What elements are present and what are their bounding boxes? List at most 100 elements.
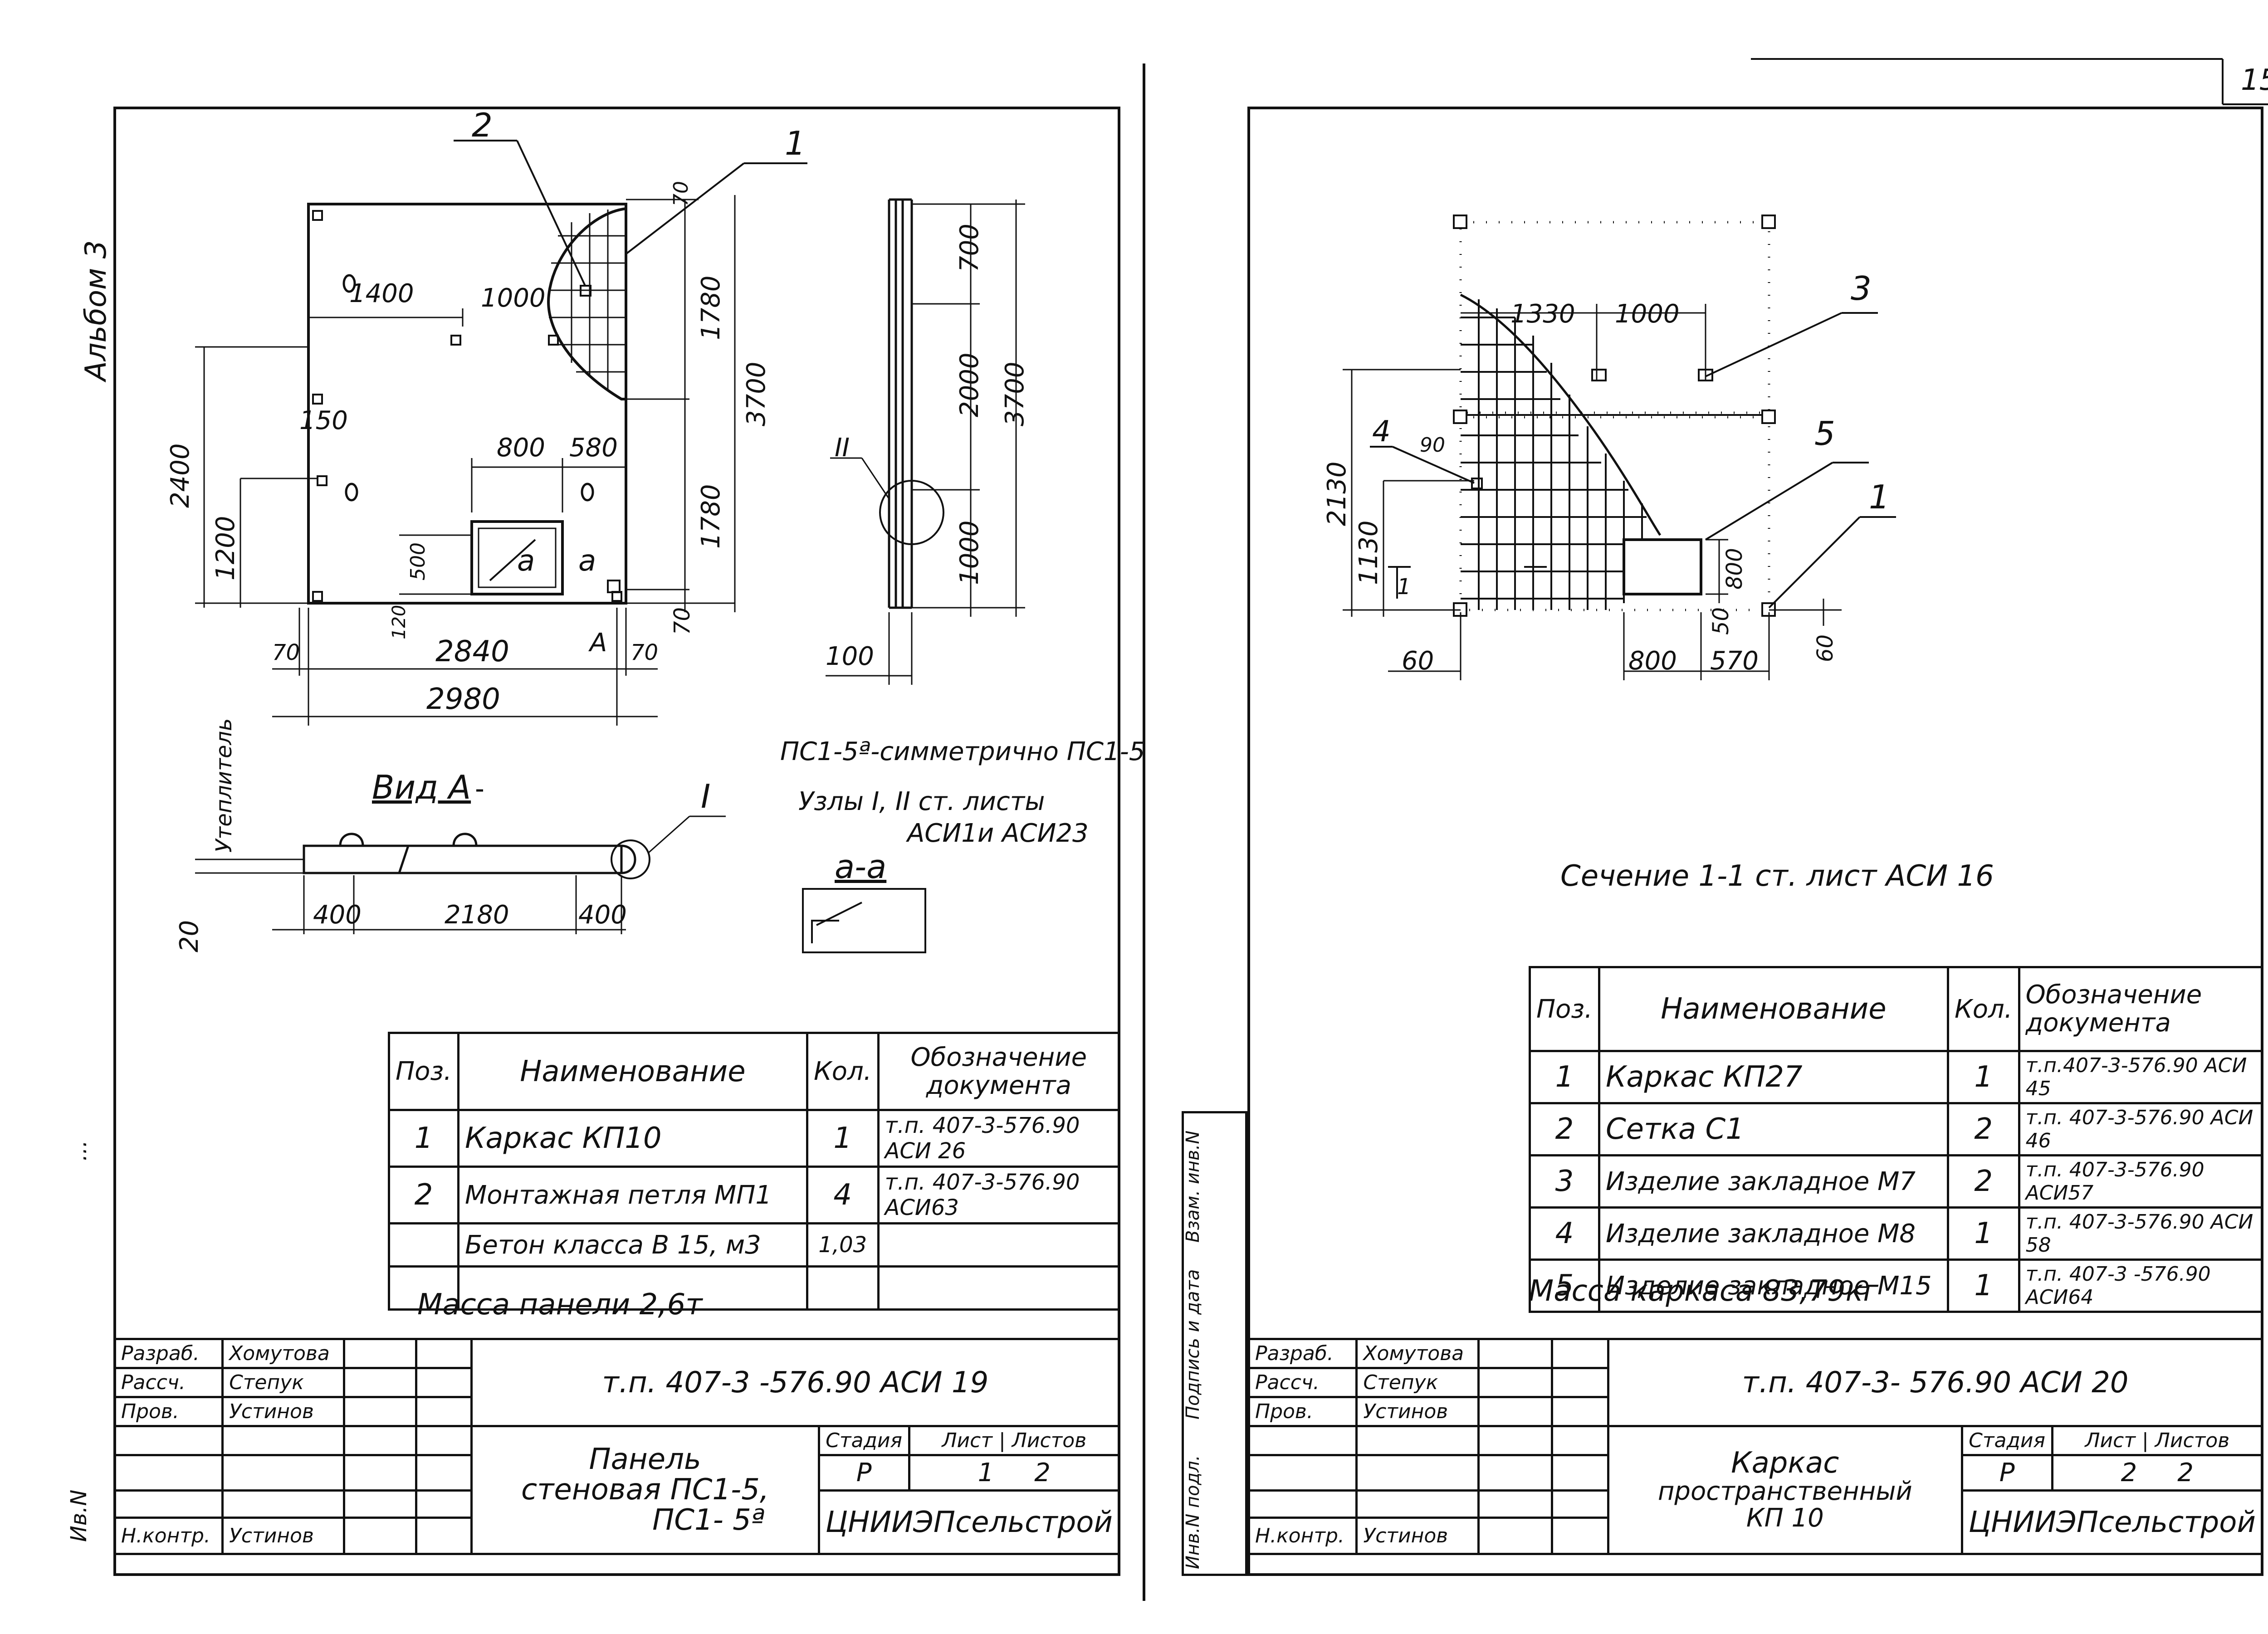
name-cell: Степук (221, 1367, 345, 1398)
cell-qty (806, 1265, 880, 1311)
dim-2980: 2980 (426, 683, 500, 716)
sheet-header: Лист (942, 1429, 992, 1452)
dim-1000: 1000 (481, 283, 546, 313)
sheet-header-cell: Лист | Листов (908, 1425, 1121, 1456)
date-cell (1550, 1396, 1610, 1427)
role-cell: Разраб. (113, 1338, 224, 1369)
dim-150: 150 (299, 406, 348, 435)
right-title-line-2: пространственный (1657, 1477, 1912, 1507)
table-row: 2 Сетка С1 2 т.п. 407-3-576.90 АСИ 46 (1529, 1102, 2264, 1156)
name-cell: Устинов (221, 1396, 345, 1427)
callout-II: II (835, 433, 850, 463)
side-stamp-3: Инв.N подл. (1183, 1455, 1203, 1569)
date-cell (1550, 1489, 1610, 1519)
cell-name: Изделие закладное М7 (1598, 1154, 1949, 1209)
right-spec-table: Поз. Наименование Кол. Обозначение докум… (1529, 966, 2264, 1313)
dim-700: 700 (955, 224, 984, 272)
dim-70-right: 70 (670, 607, 695, 635)
name-cell (221, 1425, 345, 1456)
dim-60-right: 60 (1813, 634, 1838, 662)
dim-3700: 3700 (742, 361, 771, 426)
left-title-line-1: Панель (589, 1442, 701, 1476)
date-cell (1550, 1454, 1610, 1492)
sheets-value: 2 (2177, 1458, 2194, 1488)
dim-90: 90 (1420, 434, 1445, 457)
callout-4: 4 (1372, 415, 1391, 449)
dim-580: 580 (569, 433, 618, 463)
cell-pos: 2 (1529, 1102, 1600, 1156)
side-stamp-2: Подпись и дата (1183, 1269, 1203, 1419)
cell-pos: 5 (1529, 1258, 1600, 1313)
cell-doc: т.п. 407-3-576.90 АСИ 26 (877, 1109, 1121, 1168)
panel-outline (307, 203, 627, 605)
dim-1780-bottom: 1780 (696, 484, 726, 549)
callout-1-right: 1 (1869, 478, 1890, 516)
view-arrow-a: А (590, 628, 607, 658)
date-cell (415, 1338, 473, 1369)
name-cell: Степук (1355, 1367, 1480, 1398)
dim-570: 570 (1710, 646, 1759, 676)
role-cell (1247, 1454, 1358, 1492)
left-drawing-title: Панель стеновая ПС1-5, ПС1- 5ª (470, 1425, 820, 1555)
section-aa-title: а-а (835, 848, 887, 886)
album-label: Альбом 3 (79, 240, 113, 381)
dim-60-left: 60 (1402, 646, 1434, 676)
table-row: 3 Изделие закладное М7 2 т.п. 407-3-576.… (1529, 1154, 2264, 1209)
table-row: 1 Каркас КП27 1 т.п.407-3-576.90 АСИ 45 (1529, 1050, 2264, 1104)
cell-name: Каркас КП10 (457, 1109, 808, 1168)
cell-doc: т.п. 407-3-576.90 АСИ63 (877, 1166, 1121, 1224)
sheet-header-cell: Лист | Листов (2051, 1425, 2264, 1456)
cell-pos: 4 (1529, 1206, 1600, 1261)
dim-1130: 1130 (1354, 520, 1383, 585)
view-a-dim-2180: 2180 (445, 900, 509, 930)
right-mass: Масса каркаса 83,79кг (1529, 1274, 1878, 1308)
cell-pos (388, 1265, 459, 1311)
role-cell (1247, 1425, 1358, 1456)
note-symmetric: ПС1-5ª-симметрично ПС1-5 (780, 737, 1145, 766)
dim-2400: 2400 (166, 443, 195, 508)
signature-cell (1477, 1367, 1553, 1398)
cell-qty: 1 (1946, 1206, 2020, 1261)
name-cell (1355, 1489, 1480, 1519)
name-cell (1355, 1454, 1480, 1492)
note-nodes: Узлы I, II ст. листы (798, 787, 1045, 816)
role-cell: Рассч. (1247, 1367, 1358, 1398)
signature-cell (342, 1489, 417, 1519)
signature-cell (1477, 1396, 1553, 1427)
cell-name: Сетка С1 (1598, 1102, 1949, 1156)
dim-500: 500 (406, 542, 430, 580)
spec-header-doc: Обозначение документа (877, 1032, 1121, 1111)
cell-qty: 2 (1946, 1102, 2020, 1156)
name-cell (221, 1454, 345, 1492)
date-cell (1550, 1338, 1610, 1369)
cell-pos: 2 (388, 1166, 459, 1224)
page-number: 15 (2241, 63, 2268, 97)
table-row: Бетон класса В 15, м3 1,03 (388, 1222, 1121, 1268)
dim-2840: 2840 (435, 635, 509, 668)
date-cell (1550, 1517, 1610, 1555)
cell-name: Изделие закладное М8 (1598, 1206, 1949, 1261)
dim-1330: 1330 (1510, 299, 1575, 329)
date-cell (1550, 1367, 1610, 1398)
stage-value: Р (1960, 1454, 2053, 1492)
right-drawing-title: Каркас пространственный КП 10 (1607, 1425, 1963, 1555)
date-cell (415, 1454, 473, 1492)
cell-name: Бетон класса В 15, м3 (457, 1222, 808, 1268)
name-cell: Хомутова (1355, 1338, 1480, 1369)
dim-120: 120 (389, 605, 410, 639)
left-title-line-3: ПС1- 5ª (652, 1503, 765, 1537)
view-a-dim-400a: 400 (313, 900, 362, 930)
stage-header: Стадия (1960, 1425, 2053, 1456)
callout-3: 3 (1851, 269, 1872, 307)
signature-cell (1477, 1425, 1553, 1456)
cell-name: Изделие закладное М15 (1598, 1258, 1949, 1313)
signature-cell (342, 1367, 417, 1398)
name-cell: Устинов (221, 1517, 345, 1555)
view-a-side-label: Утеплитель (211, 718, 237, 853)
role-cell: Разраб. (1247, 1338, 1358, 1369)
role-cell (113, 1489, 224, 1519)
spec-header-name: Наименование (1598, 966, 1949, 1052)
role-cell (1247, 1489, 1358, 1519)
signature-cell (1477, 1489, 1553, 1519)
